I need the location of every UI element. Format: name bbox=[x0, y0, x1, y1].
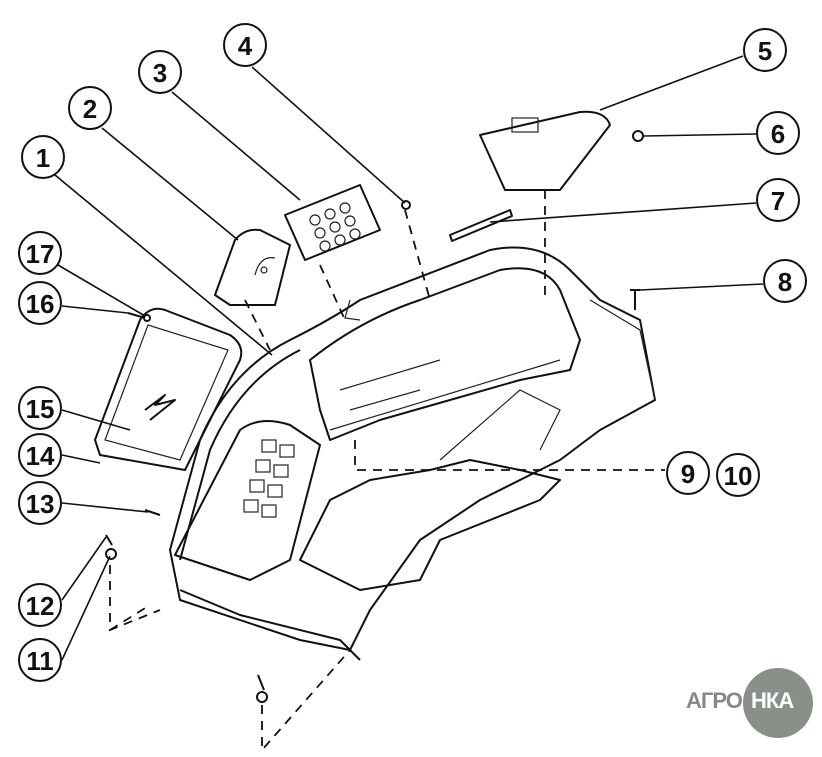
svg-text:9: 9 bbox=[681, 459, 695, 489]
logo-text-nka: НКА bbox=[751, 688, 794, 713]
svg-text:2: 2 bbox=[83, 94, 97, 124]
svg-text:6: 6 bbox=[771, 119, 785, 149]
assembly-lines bbox=[109, 190, 665, 753]
callout-12: 12 bbox=[18, 583, 62, 627]
callout-16: 16 bbox=[18, 281, 62, 325]
svg-text:13: 13 bbox=[26, 489, 55, 519]
callout-11: 11 bbox=[18, 638, 62, 682]
svg-text:17: 17 bbox=[26, 239, 55, 269]
svg-text:1: 1 bbox=[36, 143, 50, 173]
callout-17: 17 bbox=[18, 231, 62, 275]
callout-15: 15 bbox=[18, 386, 62, 430]
svg-text:10: 10 bbox=[724, 461, 753, 491]
callout-4: 4 bbox=[223, 23, 267, 67]
callout-3: 3 bbox=[138, 50, 182, 94]
callout-9: 9 bbox=[666, 451, 710, 495]
keypad-part-3 bbox=[284, 184, 381, 261]
svg-text:15: 15 bbox=[26, 394, 55, 424]
callout-5: 5 bbox=[743, 28, 787, 72]
agronka-logo: АГРО НКА bbox=[683, 668, 813, 738]
callout-13: 13 bbox=[18, 481, 62, 525]
logo-text-agro: АГРО bbox=[686, 688, 743, 713]
svg-text:11: 11 bbox=[26, 646, 54, 676]
svg-text:8: 8 bbox=[778, 267, 792, 297]
callout-7: 7 bbox=[756, 178, 800, 222]
side-cover-part-15 bbox=[94, 307, 243, 471]
callout-6: 6 bbox=[756, 111, 800, 155]
svg-text:16: 16 bbox=[26, 289, 55, 319]
svg-text:7: 7 bbox=[771, 186, 785, 216]
svg-text:4: 4 bbox=[238, 31, 253, 61]
callout-2: 2 bbox=[68, 86, 112, 130]
fasteners bbox=[105, 130, 644, 703]
switch-panel bbox=[174, 420, 321, 581]
callout-14: 14 bbox=[18, 433, 62, 477]
logo-circle bbox=[743, 668, 813, 738]
leader-lines bbox=[54, 55, 764, 661]
gauge-part-2 bbox=[214, 228, 291, 306]
svg-text:5: 5 bbox=[758, 36, 772, 66]
svg-text:12: 12 bbox=[26, 591, 55, 621]
svg-text:3: 3 bbox=[153, 58, 167, 88]
callout-8: 8 bbox=[763, 259, 807, 303]
callout-1: 1 bbox=[21, 135, 65, 179]
callout-10: 10 bbox=[716, 453, 760, 497]
lid-part-5 bbox=[479, 110, 611, 191]
cab-housing-part-1 bbox=[169, 246, 656, 661]
rod-part-7 bbox=[449, 209, 513, 242]
svg-text:14: 14 bbox=[26, 441, 55, 471]
